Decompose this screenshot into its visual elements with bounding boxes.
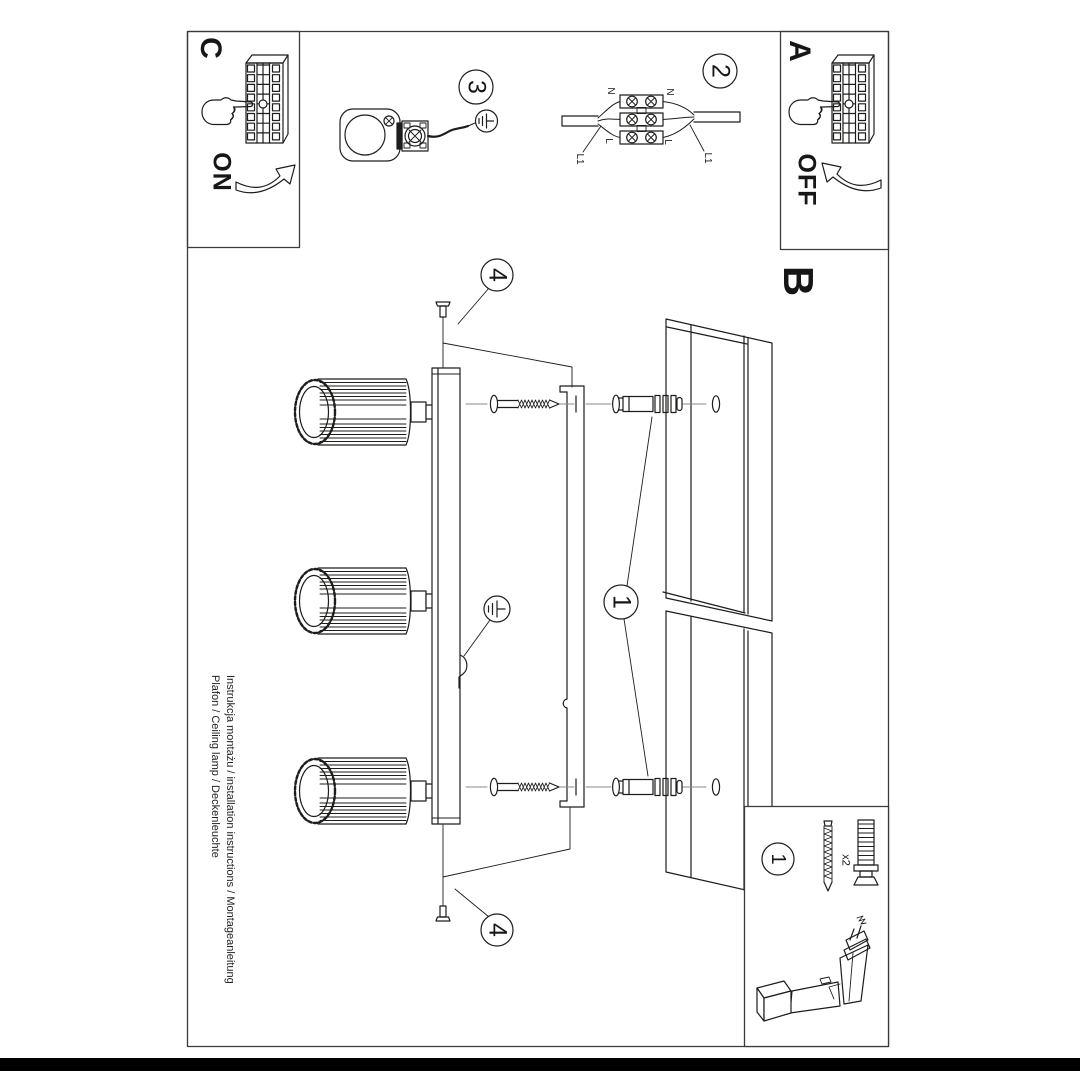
wire-label-n-right: N xyxy=(664,88,675,96)
switch-on-label: ON xyxy=(207,152,236,192)
earth-tab xyxy=(458,654,468,689)
rail-screw-top-icon xyxy=(435,301,451,369)
mounting-screw-and-plug-row xyxy=(465,394,721,414)
callout-circle-kit xyxy=(761,842,795,876)
rail-screw-bottom-icon xyxy=(435,824,451,922)
callout-circle-4-top xyxy=(480,258,514,292)
callout-circle-1 xyxy=(603,584,639,620)
title-line-2: Plafon / Ceiling lamp / Deckenleuchte xyxy=(209,675,221,858)
callout-circle-3 xyxy=(458,69,494,105)
section-c-box xyxy=(186,30,301,249)
callout-2-number: 2 xyxy=(706,64,735,78)
wire-label-l1-left: L1 xyxy=(574,153,585,165)
leader-line xyxy=(442,287,573,388)
product-title-text: Instrukcja montażu / installation instru… xyxy=(207,675,237,1011)
callout-circle-4-bottom xyxy=(480,913,514,947)
earth-symbol-icon xyxy=(483,595,511,623)
step-c-label: C xyxy=(194,37,227,59)
terminal-strip-icon xyxy=(561,94,741,153)
callout-1-number: 1 xyxy=(607,595,636,609)
mounting-screw-and-plug-row xyxy=(465,777,721,797)
footer-bar xyxy=(0,1058,1080,1071)
drill-icon xyxy=(756,915,871,1022)
step-a-label: A xyxy=(783,40,816,62)
section-a-box xyxy=(779,30,890,251)
leader-line xyxy=(463,619,491,657)
fuse-panel-icon xyxy=(245,54,289,144)
pointing-hand-icon xyxy=(201,97,254,126)
kit-screw-icon xyxy=(823,820,833,892)
fuse-panel-icon xyxy=(831,54,875,144)
on-arrow-icon xyxy=(235,164,296,194)
step-b-label: B xyxy=(775,265,822,297)
lamp-shade-icon xyxy=(293,377,435,447)
earth-symbol-icon xyxy=(474,109,499,133)
page-border xyxy=(186,30,890,1048)
lamp-shade-icon xyxy=(293,566,435,636)
lamp-shade-icon xyxy=(293,756,435,826)
callout-3-number: 3 xyxy=(462,80,491,94)
callout-4-top-number: 4 xyxy=(483,268,512,282)
wire-label-l1-right: L1 xyxy=(702,152,713,164)
mounting-bracket xyxy=(559,385,585,808)
wire-label-l-right: L xyxy=(662,139,673,145)
callout-kit-number: 1 xyxy=(767,853,789,865)
callout-circle-2 xyxy=(702,53,738,89)
kit-anchor-quantity: x2 xyxy=(839,854,852,866)
title-line-1: Instrukcja montażu / installation instru… xyxy=(224,675,236,984)
wire-label-l-left: L xyxy=(603,138,614,144)
ceiling-panel-upper xyxy=(662,318,773,622)
wire-label-n-left: N xyxy=(605,87,616,95)
leader-line xyxy=(442,807,571,918)
leader-line xyxy=(623,416,653,777)
switch-off-label: OFF xyxy=(792,153,821,207)
kit-wall-plug-icon xyxy=(853,819,879,886)
callout-4-bottom-number: 4 xyxy=(483,923,512,937)
off-arrow-icon xyxy=(821,162,882,192)
lamp-rail xyxy=(431,367,461,825)
ceiling-canopy-icon xyxy=(339,108,476,162)
